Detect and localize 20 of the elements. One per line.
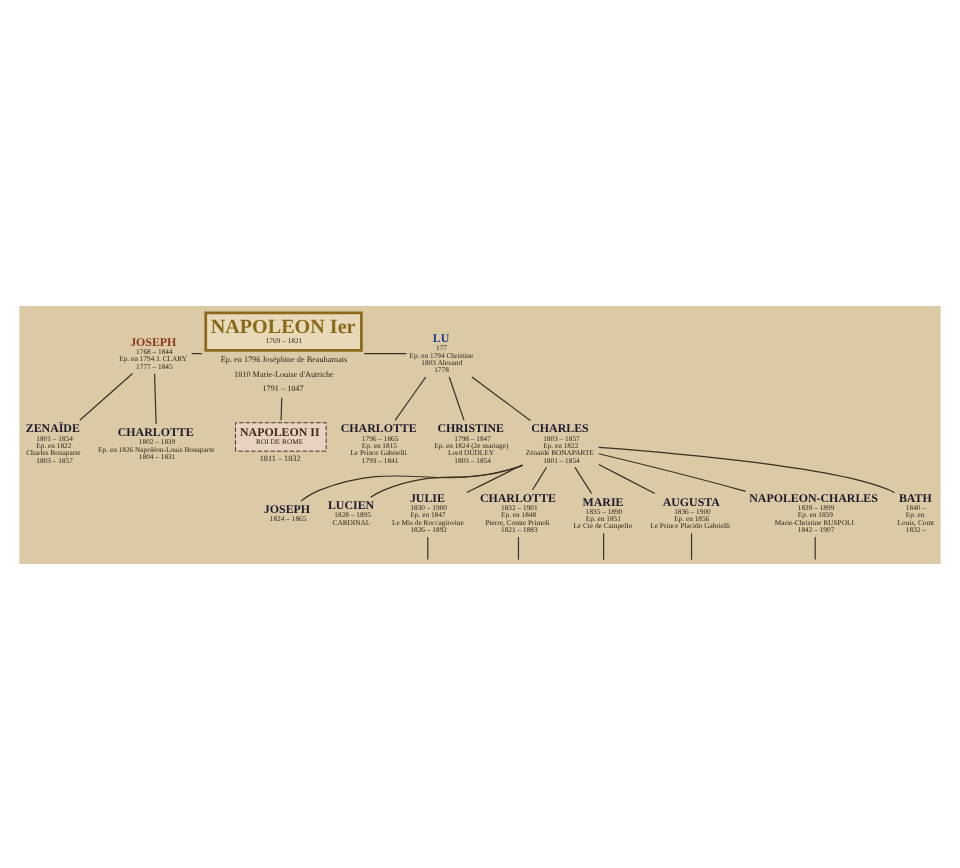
- connector: [574, 465, 593, 494]
- connector: [427, 535, 429, 560]
- connector: [466, 463, 523, 493]
- connector: [363, 352, 408, 354]
- connector: [471, 375, 531, 420]
- connector: [517, 535, 520, 560]
- connector: [598, 452, 747, 491]
- connector: [300, 463, 523, 501]
- connector: [598, 462, 656, 494]
- connector: [531, 465, 548, 490]
- connector: [448, 375, 465, 420]
- connector: [370, 463, 523, 497]
- connector: [153, 372, 157, 424]
- connector: [603, 531, 605, 560]
- connector: [394, 375, 427, 420]
- connector: [280, 396, 283, 420]
- connector: [79, 371, 134, 420]
- connector: [598, 445, 896, 493]
- connector: [690, 531, 693, 560]
- connector: [814, 535, 816, 560]
